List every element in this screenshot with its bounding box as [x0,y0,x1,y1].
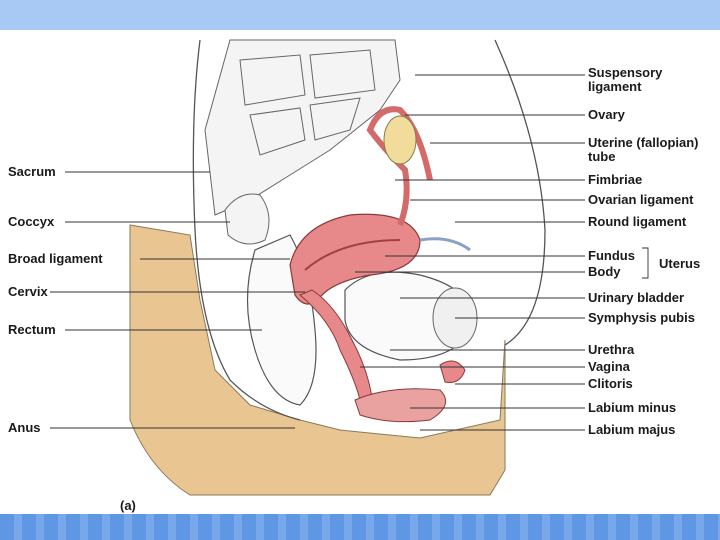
label-rectum: Rectum [8,323,56,337]
panel-label: (a) [120,499,136,513]
label-anus: Anus [8,421,41,435]
label-labium-minus: Labium minus [588,401,676,415]
label-broad-ligament: Broad ligament [8,252,103,266]
bottom-band [0,514,720,540]
top-band [0,0,720,30]
label-sacrum: Sacrum [8,165,56,179]
label-round-ligament: Round ligament [588,215,686,229]
label-fimbriae: Fimbriae [588,173,642,187]
label-urethra: Urethra [588,343,634,357]
abdomen-outline [495,40,545,345]
label-coccyx: Coccyx [8,215,54,229]
label-vagina: Vagina [588,360,630,374]
clitoris-shape [440,361,465,383]
label-urinary-bladder: Urinary bladder [588,291,684,305]
label-ovarian-ligament: Ovarian ligament [588,193,693,207]
label-body: Body [588,265,621,279]
ovary-shape [384,116,416,164]
label-uterine-tube: Uterine (fallopian) tube [588,136,718,164]
label-uterus: Uterus [659,257,700,271]
label-labium-majus: Labium majus [588,423,675,437]
label-suspensory-ligament: Suspensory ligament [588,66,688,94]
label-cervix: Cervix [8,285,48,299]
label-clitoris: Clitoris [588,377,633,391]
label-ovary: Ovary [588,108,625,122]
label-fundus: Fundus [588,249,635,263]
label-symphysis-pubis: Symphysis pubis [588,311,695,325]
